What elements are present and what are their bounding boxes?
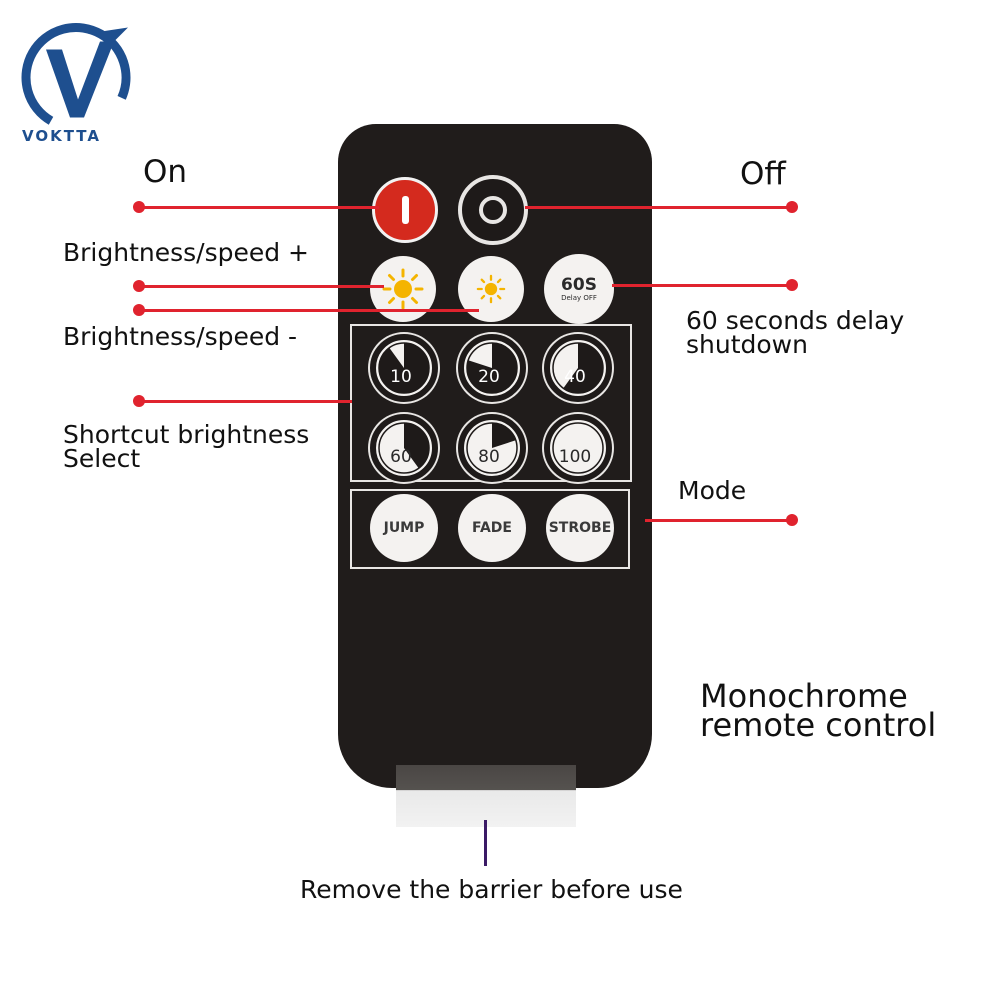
fade-label: FADE: [472, 520, 512, 536]
barrier-pointer-line: [484, 820, 487, 866]
mode-pointer-line: [645, 519, 791, 522]
delay-sub-label: Delay OFF: [561, 293, 597, 302]
brand-name: VOKTTA: [22, 127, 101, 145]
power-on-icon: [401, 196, 409, 224]
label-delay-line1: 60 seconds delay: [686, 306, 905, 335]
brightness-up-button[interactable]: [370, 256, 436, 322]
brightness-60-button[interactable]: 60: [370, 414, 438, 482]
brightness-80-button[interactable]: 80: [458, 414, 526, 482]
off-pointer-line: [525, 206, 791, 209]
label-remote-line1: Monochrome: [700, 677, 908, 715]
strobe-button[interactable]: STROBE: [546, 494, 614, 562]
power-off-button[interactable]: [458, 175, 528, 245]
sun-small-icon: [476, 274, 506, 304]
brightness-20-label: 20: [478, 367, 500, 387]
brightness-ring: [552, 342, 604, 394]
remote-control: 60S Delay OFF JUMP FADE STROBE 10 20 40 60 8…: [338, 124, 652, 788]
jump-button[interactable]: JUMP: [370, 494, 438, 562]
label-shortcut-line1: Shortcut brightness: [63, 420, 310, 449]
delay-off-button[interactable]: 60S Delay OFF: [544, 254, 614, 324]
voktta-logo: [21, 22, 131, 132]
brightness-100-button[interactable]: 100: [544, 414, 612, 482]
battery-barrier[interactable]: [396, 765, 576, 827]
on-pointer-line: [139, 206, 379, 209]
brightness-level-indicator: [552, 422, 604, 474]
brightness-ring: [552, 422, 604, 474]
off-pointer-dot: [786, 201, 798, 213]
brightness-level-indicator: [378, 422, 430, 474]
shortcut-pointer-line: [139, 400, 352, 403]
brightness-dark-wedge: [404, 423, 429, 469]
power-on-button[interactable]: [372, 177, 438, 243]
brightness-20-button[interactable]: 20: [458, 334, 526, 402]
mode-group-frame: [350, 489, 630, 569]
brightness-level-indicator: [466, 422, 518, 474]
label-remote-line2: remote control: [700, 706, 937, 744]
brightness-40-label: 40: [564, 367, 586, 387]
brightness-down-pointer-line: [139, 309, 479, 312]
brightness-10-label: 10: [390, 367, 412, 387]
power-off-icon: [479, 196, 507, 224]
brightness-10-button[interactable]: 10: [370, 334, 438, 402]
brightness-40-button[interactable]: 40: [544, 334, 612, 402]
mode-pointer-dot: [786, 514, 798, 526]
brightness-level-indicator: [552, 342, 604, 394]
brightness-level-indicator: [378, 342, 430, 394]
jump-label: JUMP: [383, 520, 425, 536]
brightness-up-pointer-line: [139, 285, 384, 288]
label-brightness-down: Brightness/speed -: [63, 322, 298, 351]
brightness-down-button[interactable]: [458, 256, 524, 322]
brightness-ring: [378, 342, 430, 394]
label-brightness-up: Brightness/speed +: [63, 238, 310, 267]
brightness-60-label: 60: [390, 447, 412, 467]
label-shortcut-line2: Select: [63, 444, 141, 473]
sun-large-icon: [382, 268, 424, 310]
brightness-dark-wedge: [492, 423, 516, 448]
brightness-ring: [466, 422, 518, 474]
strobe-label: STROBE: [548, 520, 612, 536]
label-on: On: [143, 154, 188, 190]
fade-button[interactable]: FADE: [458, 494, 526, 562]
brightness-dark-wedge: [563, 343, 603, 393]
label-mode: Mode: [678, 476, 747, 505]
brightness-dark-wedge: [379, 343, 429, 393]
brightness-dark-wedge: [467, 343, 517, 393]
delay-pointer-line: [612, 284, 792, 287]
label-delay-line2: shutdown: [686, 330, 808, 359]
label-barrier: Remove the barrier before use: [300, 875, 683, 904]
brightness-80-label: 80: [478, 447, 500, 467]
brightness-ring: [466, 342, 518, 394]
delay-pointer-dot: [786, 279, 798, 291]
brightness-ring: [378, 422, 430, 474]
brightness-level-indicator: [466, 342, 518, 394]
delay-main-label: 60S: [561, 274, 597, 295]
label-off: Off: [740, 156, 786, 192]
brightness-100-label: 100: [558, 447, 592, 467]
